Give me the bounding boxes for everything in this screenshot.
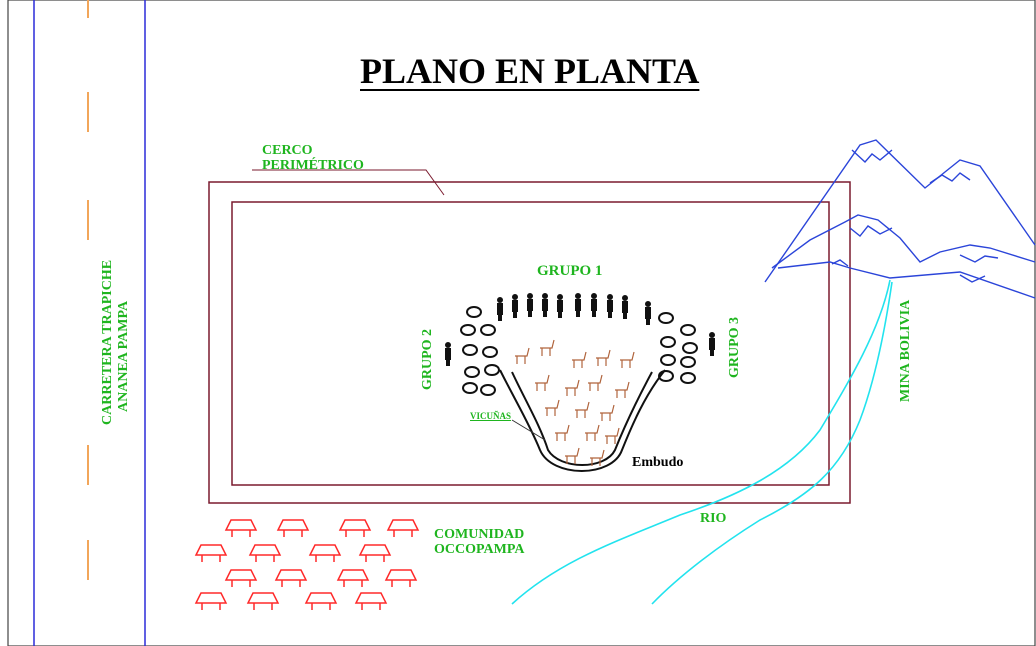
house <box>336 569 370 587</box>
road-label-line2: ANANEA PAMPA <box>116 300 131 412</box>
house <box>384 569 418 587</box>
crouching-figure <box>480 384 496 396</box>
crouching-figure <box>466 306 482 318</box>
crouching-figure <box>480 324 496 336</box>
person-figure <box>527 293 533 317</box>
fence-label-line2: PERIMÉTRICO <box>262 158 364 173</box>
mine-label: MINA BOLIVIA <box>898 299 913 402</box>
person-figure <box>497 297 503 321</box>
vicuna <box>575 401 590 418</box>
crouching-figure <box>680 356 696 368</box>
vicunas-leader-line <box>511 419 546 441</box>
house <box>338 519 372 537</box>
community-label-line1: COMUNIDAD <box>434 527 525 542</box>
community-label-line2: OCCOPAMPA <box>434 542 525 557</box>
vicuna <box>565 447 580 464</box>
community-houses <box>194 519 420 610</box>
vicuna <box>596 349 611 366</box>
mountains <box>764 139 1036 299</box>
house <box>224 569 258 587</box>
crouching-figure <box>660 336 676 348</box>
person-figure <box>645 301 651 325</box>
house <box>304 592 338 610</box>
river <box>511 279 893 605</box>
person-figure <box>557 294 563 318</box>
vicuna <box>515 347 530 364</box>
vicuna <box>555 424 570 441</box>
crouching-figure <box>484 364 500 376</box>
person-figure <box>709 332 715 356</box>
people-groups <box>445 293 715 366</box>
person-figure <box>445 342 451 366</box>
vicuna <box>572 351 587 368</box>
house <box>358 544 392 562</box>
person-figure <box>591 293 597 317</box>
house <box>276 519 310 537</box>
vicuna <box>620 351 635 368</box>
crouching-people <box>460 306 698 396</box>
person-figure <box>575 293 581 317</box>
vicunas-label: VICUÑAS <box>470 411 512 421</box>
vicuna <box>565 379 580 396</box>
group2-label: GRUPO 2 <box>420 328 435 390</box>
house <box>274 569 308 587</box>
house <box>386 519 420 537</box>
group1-label: GRUPO 1 <box>537 263 603 279</box>
vicuna <box>615 381 630 398</box>
crouching-figure <box>464 366 480 378</box>
crouching-figure <box>658 370 674 382</box>
vicuna <box>585 424 600 441</box>
vicuna-herd <box>515 339 635 466</box>
person-figure <box>542 293 548 317</box>
crouching-figure <box>680 324 696 336</box>
crouching-figure <box>660 354 676 366</box>
house <box>248 544 282 562</box>
person-figure <box>622 295 628 319</box>
crouching-figure <box>680 372 696 384</box>
house <box>246 592 280 610</box>
house <box>194 544 228 562</box>
funnel-label: Embudo <box>632 455 684 470</box>
page-title: PLANO EN PLANTA <box>360 51 700 91</box>
fence-label-line1: CERCO <box>262 143 313 158</box>
perimeter-fence <box>208 169 851 504</box>
road-label-line1: CARRETERA TRAPICHE <box>100 259 115 425</box>
funnel <box>499 369 666 472</box>
crouching-figure <box>462 382 478 394</box>
crouching-figure <box>682 342 698 354</box>
house <box>224 519 258 537</box>
page-frame <box>7 0 1036 646</box>
vicuna <box>545 399 560 416</box>
house <box>354 592 388 610</box>
vicuna <box>535 374 550 391</box>
house <box>194 592 228 610</box>
vicuna <box>540 339 555 356</box>
house <box>308 544 342 562</box>
person-figure <box>512 294 518 318</box>
group3-label: GRUPO 3 <box>727 316 742 378</box>
vicuna <box>605 427 620 444</box>
river-label: RIO <box>700 511 727 526</box>
road <box>33 0 146 646</box>
vicuna <box>590 449 605 466</box>
crouching-figure <box>460 324 476 336</box>
crouching-figure <box>658 312 674 324</box>
crouching-figure <box>462 344 478 356</box>
vicuna <box>600 404 615 421</box>
crouching-figure <box>482 346 498 358</box>
vicuna <box>588 374 603 391</box>
person-figure <box>607 294 613 318</box>
